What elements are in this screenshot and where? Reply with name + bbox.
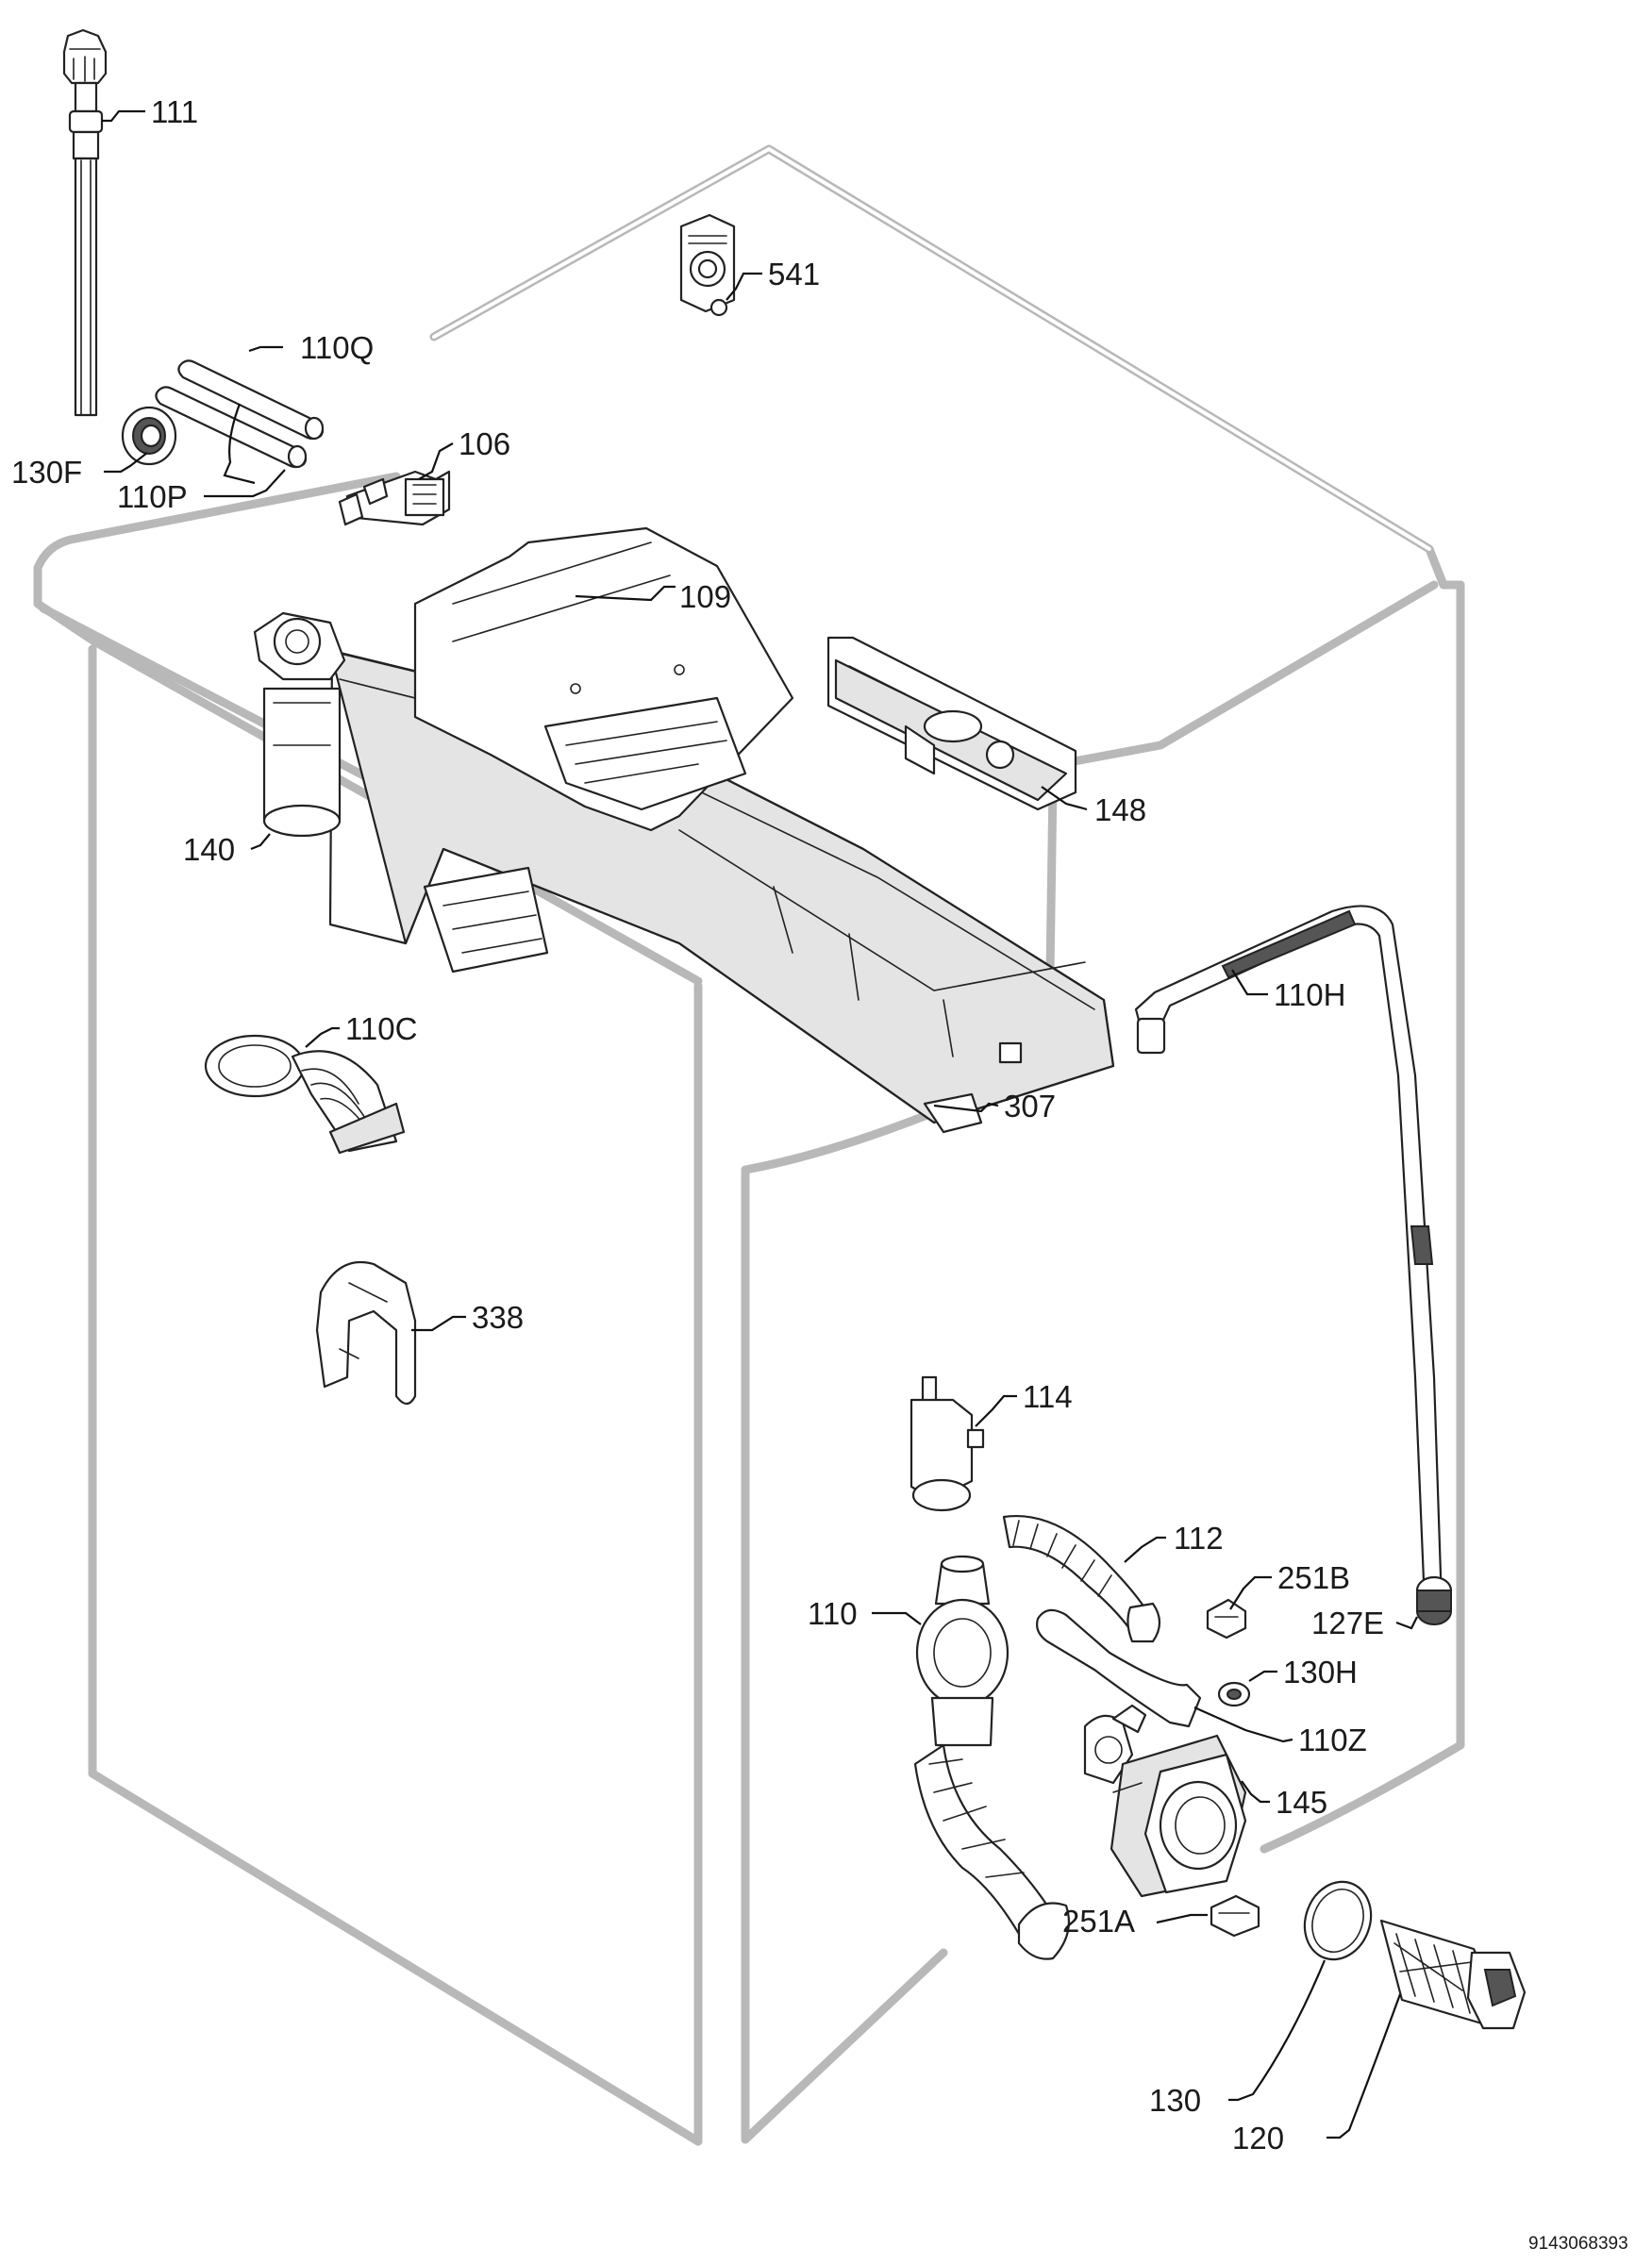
callout-110H: 110H xyxy=(1274,977,1345,1012)
callout-148: 148 xyxy=(1094,792,1146,827)
part-114-pressure-chamber xyxy=(909,1375,985,1512)
part-110Q-tube xyxy=(177,359,325,441)
part-140-tube xyxy=(253,611,346,838)
callout-112: 112 xyxy=(1174,1521,1224,1556)
part-127E-nut xyxy=(1415,1575,1453,1625)
callout-130F: 130F xyxy=(11,455,82,490)
callout-labels: 111 541 110Q 106 130F 110P 109 148 140 1… xyxy=(11,94,1628,2254)
part-111-inlet-hose xyxy=(62,28,108,417)
part-148-drawer xyxy=(826,636,1077,811)
part-251A-clip xyxy=(1210,1894,1260,1938)
callout-130: 130 xyxy=(1149,2083,1201,2118)
part-109-dispenser-lid xyxy=(413,526,794,832)
callout-130H: 130H xyxy=(1283,1655,1358,1690)
callout-110P: 110P xyxy=(117,479,188,514)
callout-110: 110 xyxy=(808,1596,858,1631)
part-145-pump xyxy=(1083,1704,1247,1898)
part-251B-clip xyxy=(1206,1598,1247,1640)
part-130F-gasket xyxy=(121,406,177,466)
callout-109: 109 xyxy=(679,579,731,614)
part-541-connector xyxy=(679,213,736,317)
callout-120: 120 xyxy=(1232,2121,1284,2156)
callout-307: 307 xyxy=(1004,1089,1056,1124)
callout-110Q: 110Q xyxy=(300,330,374,365)
callout-110Z: 110Z xyxy=(1298,1723,1367,1757)
document-id: 9143068393 xyxy=(1528,2234,1628,2254)
part-110C-bellows xyxy=(204,1034,406,1155)
leader-lines xyxy=(102,109,1418,2139)
callout-110C: 110C xyxy=(345,1011,417,1046)
part-110P-tube xyxy=(155,386,308,469)
cabinet-outline xyxy=(33,144,1465,2146)
callout-140: 140 xyxy=(183,832,235,867)
part-110-sump-hose xyxy=(913,1555,1070,1960)
part-338-hose-holder xyxy=(315,1260,417,1406)
callout-251B: 251B xyxy=(1277,1560,1350,1595)
callout-111: 111 xyxy=(151,94,198,129)
callout-338: 338 xyxy=(472,1300,524,1335)
callout-106: 106 xyxy=(459,426,510,461)
callout-541: 541 xyxy=(768,257,820,291)
callout-114: 114 xyxy=(1023,1379,1073,1414)
part-120-filter xyxy=(1379,1919,1527,2030)
callout-251A: 251A xyxy=(1062,1904,1135,1939)
part-112-hose xyxy=(1002,1515,1161,1643)
part-110Z-hose xyxy=(1036,1608,1202,1728)
callout-127E: 127E xyxy=(1311,1606,1384,1640)
callout-145: 145 xyxy=(1276,1785,1327,1820)
part-130-seal-ring xyxy=(1303,1880,1373,1961)
part-106-valve xyxy=(338,470,451,526)
part-130H-gasket xyxy=(1217,1681,1251,1707)
